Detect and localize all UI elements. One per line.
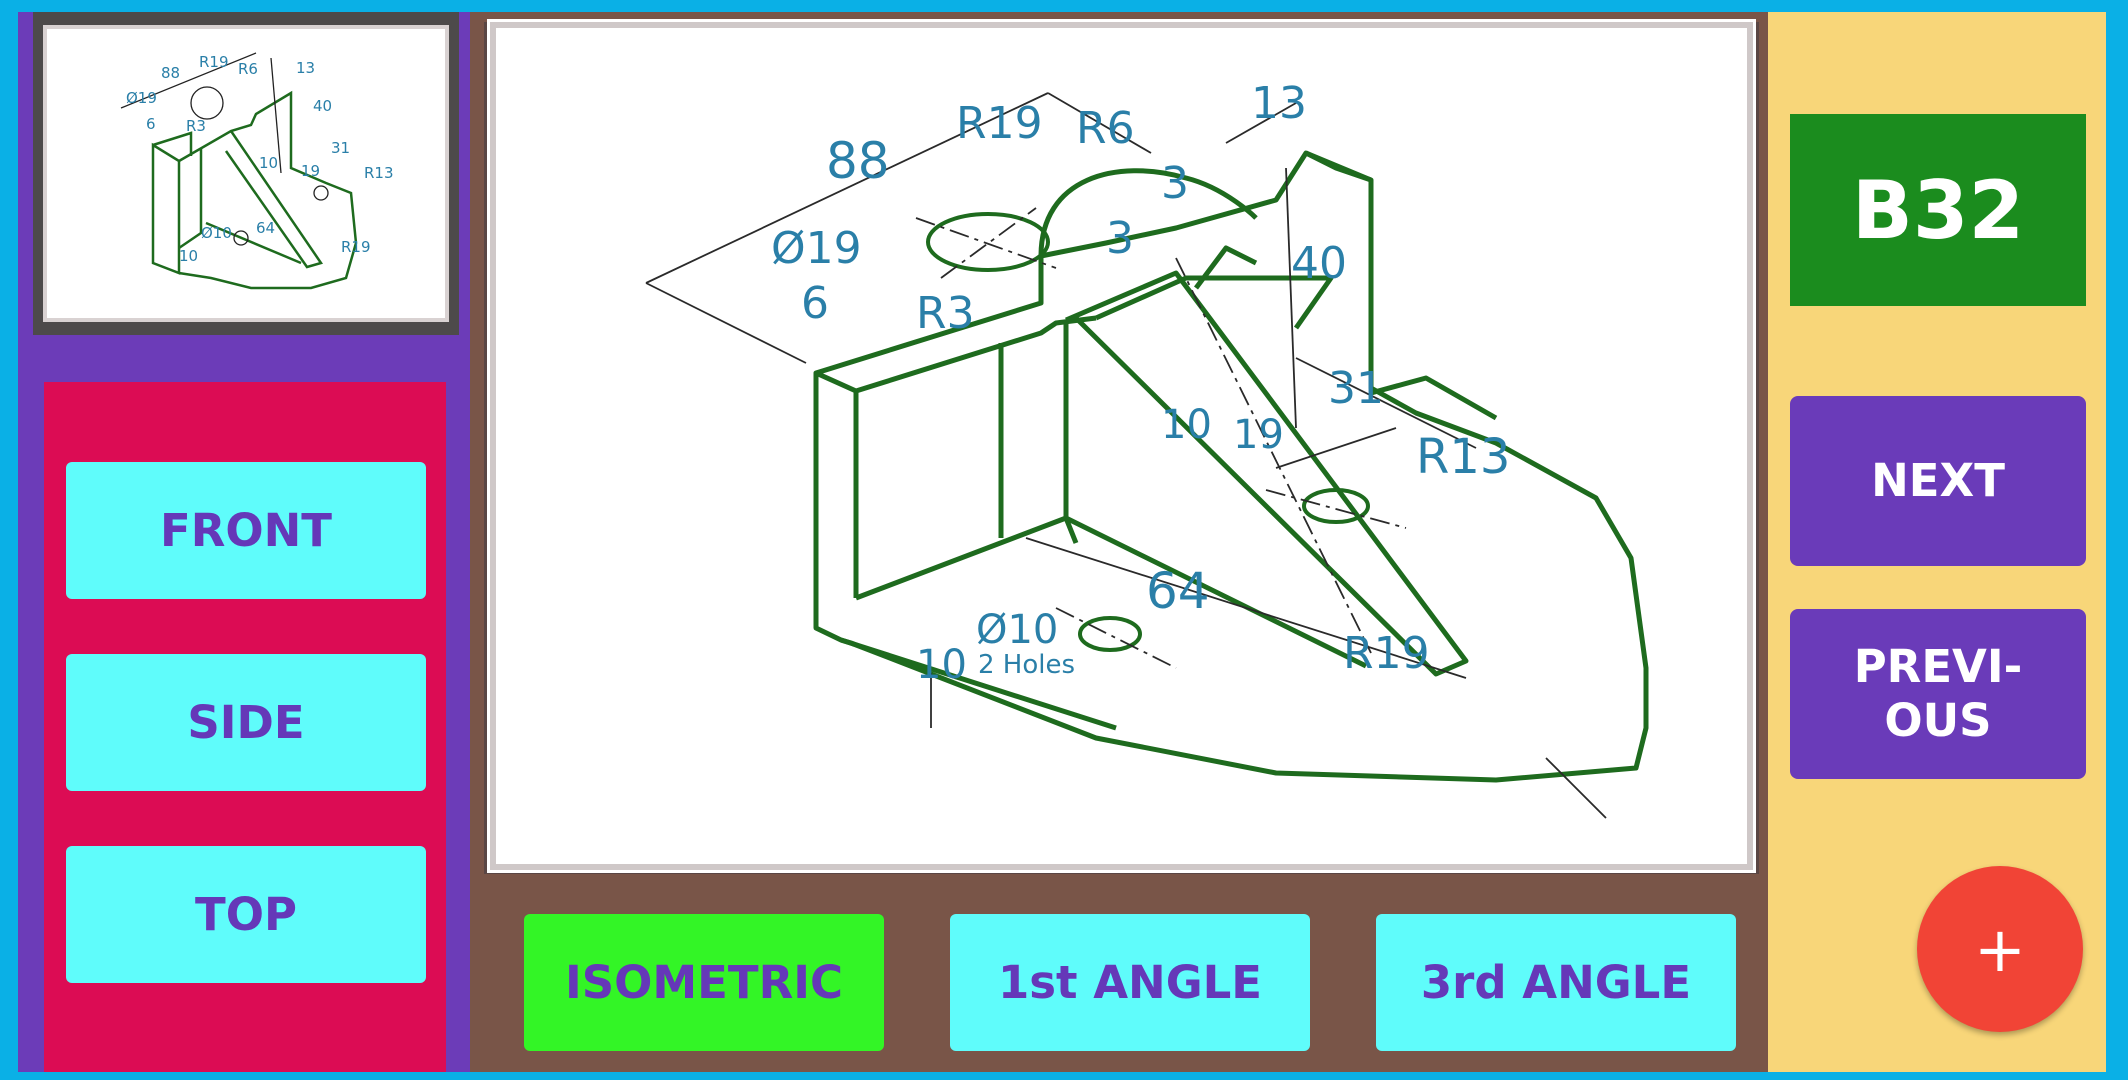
svg-text:10: 10 — [1161, 402, 1212, 448]
svg-text:R13: R13 — [1416, 429, 1510, 485]
svg-text:88: 88 — [161, 64, 180, 82]
svg-text:Ø19: Ø19 — [126, 89, 157, 107]
first-angle-button[interactable]: 1st ANGLE — [950, 914, 1310, 1051]
svg-text:13: 13 — [296, 59, 315, 77]
next-button[interactable]: NEXT — [1790, 396, 2086, 566]
isometric-thumbnail-icon: 88 R19 R6 13 40 Ø19 6 R3 31 19 R13 10 Ø1… — [120, 52, 394, 290]
svg-text:40: 40 — [313, 97, 332, 115]
svg-text:10: 10 — [916, 642, 967, 688]
isometric-button[interactable]: ISOMETRIC — [524, 914, 884, 1051]
svg-text:R19: R19 — [956, 98, 1043, 149]
svg-text:2 Holes: 2 Holes — [978, 650, 1075, 680]
previous-label-line2: OUS — [1884, 694, 1992, 747]
svg-text:R19: R19 — [1343, 628, 1430, 679]
svg-text:3: 3 — [1106, 213, 1134, 264]
isometric-drawing: 88 R19 R6 13 3 3 40 Ø19 6 R3 31 19 R13 1… — [645, 78, 1649, 819]
thumbnail-card[interactable] — [43, 25, 449, 322]
svg-text:6: 6 — [801, 278, 829, 329]
svg-text:31: 31 — [1328, 363, 1384, 414]
side-view-button[interactable]: SIDE — [66, 654, 426, 791]
svg-text:R3: R3 — [916, 288, 975, 339]
top-view-button[interactable]: TOP — [66, 846, 426, 983]
svg-text:R6: R6 — [238, 60, 258, 78]
svg-text:88: 88 — [826, 132, 890, 190]
drawing-canvas — [487, 19, 1756, 873]
svg-text:6: 6 — [146, 115, 156, 133]
svg-text:19: 19 — [1233, 412, 1284, 458]
svg-text:R13: R13 — [364, 164, 394, 182]
svg-text:10: 10 — [259, 154, 278, 172]
svg-text:13: 13 — [1251, 78, 1307, 129]
third-angle-button[interactable]: 3rd ANGLE — [1376, 914, 1736, 1051]
svg-text:R3: R3 — [186, 117, 206, 135]
svg-text:31: 31 — [331, 139, 350, 157]
svg-text:R6: R6 — [1076, 103, 1135, 154]
previous-label-line1: PREVI- — [1853, 640, 2023, 693]
exercise-code-badge: B32 — [1790, 114, 2086, 306]
svg-text:19: 19 — [301, 162, 320, 180]
svg-text:Ø10: Ø10 — [976, 607, 1058, 653]
svg-text:R19: R19 — [341, 238, 371, 256]
svg-text:3: 3 — [1161, 158, 1189, 209]
svg-text:64: 64 — [1146, 562, 1210, 620]
svg-text:Ø19: Ø19 — [771, 223, 862, 274]
add-button[interactable]: + — [1917, 866, 2083, 1032]
svg-text:Ø10: Ø10 — [201, 224, 232, 242]
svg-text:R19: R19 — [199, 53, 229, 71]
front-view-button[interactable]: FRONT — [66, 462, 426, 599]
svg-text:64: 64 — [256, 219, 275, 237]
svg-text:40: 40 — [1291, 238, 1347, 289]
svg-text:10: 10 — [179, 247, 198, 265]
previous-button[interactable]: PREVI- OUS — [1790, 609, 2086, 779]
